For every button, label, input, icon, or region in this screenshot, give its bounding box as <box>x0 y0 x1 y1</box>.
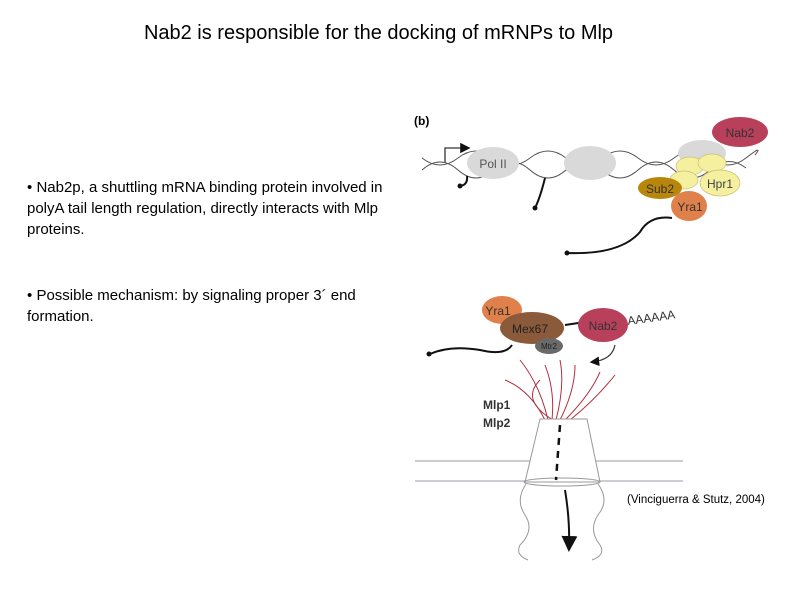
slide-title: Nab2 is responsible for the docking of m… <box>143 22 614 44</box>
polya-tail-label: AAAAAA <box>626 307 676 328</box>
basket-filament-left <box>518 483 530 561</box>
pol-ii-label: Pol II <box>479 157 506 171</box>
promoter-arrow-icon <box>444 142 471 163</box>
nuclear-pore <box>524 418 601 483</box>
yra1-label-bottom: Yra1 <box>485 304 511 318</box>
mlp-fibers <box>504 359 616 421</box>
bullet-marker: • <box>27 287 33 304</box>
nab2-label-top: Nab2 <box>726 126 755 140</box>
tho-complex <box>669 153 741 197</box>
mex67-label: Mex67 <box>512 322 548 336</box>
sub2-label: Sub2 <box>646 182 674 196</box>
export-path-dashed <box>554 424 562 481</box>
yra1-protein <box>671 191 707 221</box>
mtr2-protein <box>535 338 563 354</box>
yra1-label: Yra1 <box>677 200 703 214</box>
pol-ii-complex-2 <box>564 146 616 180</box>
mex67-protein <box>500 312 564 344</box>
docking-arrow-icon <box>589 344 616 367</box>
nab2-protein-bottom <box>578 308 628 342</box>
mlp2-label: Mlp2 <box>483 416 511 430</box>
bullet-2: • Possible mechanism: by signaling prope… <box>27 285 407 327</box>
sub2-protein <box>638 177 682 199</box>
bullet-text: Possible mechanism: by signaling proper … <box>27 287 356 325</box>
pol-ii-complex <box>467 147 519 179</box>
basket-filament-right <box>591 483 605 561</box>
export-arrow-icon <box>561 489 578 552</box>
mlp1-label: Mlp1 <box>483 398 511 412</box>
nab2-protein-top <box>712 117 768 147</box>
bullet-marker: • <box>27 179 33 196</box>
nab2-label-bottom: Nab2 <box>589 319 618 333</box>
citation: (Vinciguerra & Stutz, 2004) <box>627 494 765 506</box>
hpr1-label: Hpr1 <box>707 177 733 191</box>
panel-label: (b) <box>414 114 429 128</box>
bullet-text: Nab2p, a shuttling mRNA binding protein … <box>27 179 383 238</box>
mtr2-label: Mtr2 <box>541 342 558 351</box>
bullet-1: • Nab2p, a shuttling mRNA binding protei… <box>27 177 407 240</box>
